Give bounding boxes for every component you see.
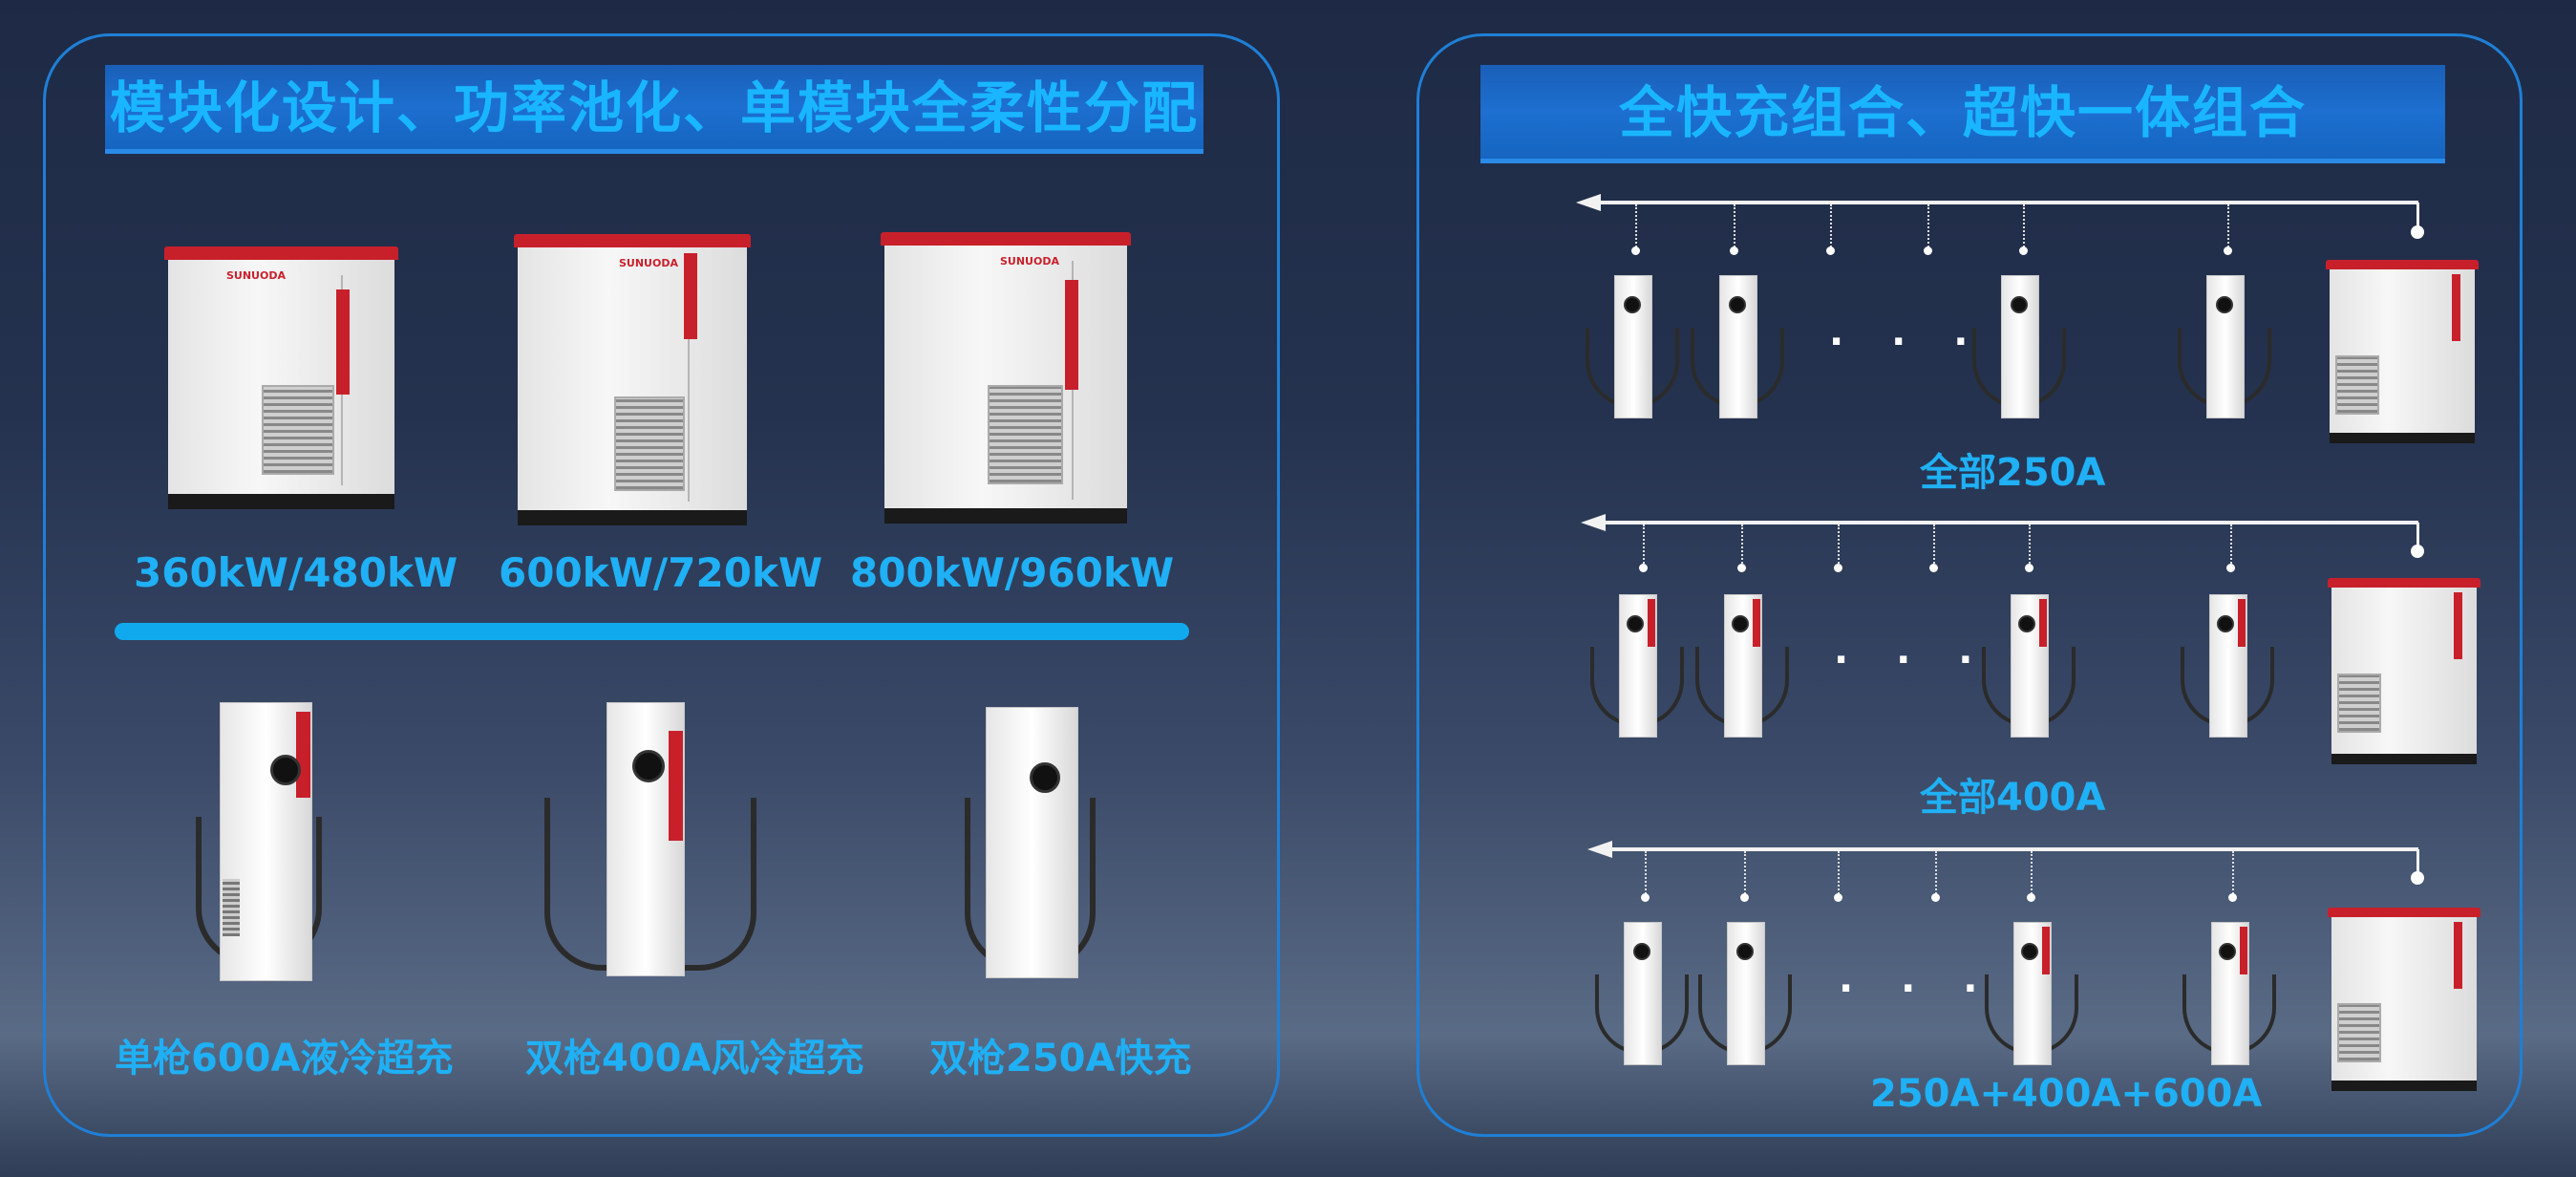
combo-label-mixed: 250A+400A+600A — [1870, 1072, 2263, 1116]
charger-label-600a: 单枪600A液冷超充 — [115, 1037, 454, 1081]
ellipsis: · · · — [1829, 320, 1986, 364]
power-cabinet — [2328, 578, 2480, 764]
charger-label-250a: 双枪250A快充 — [929, 1037, 1192, 1081]
charger — [1590, 594, 1686, 738]
charger-400a-air — [544, 702, 756, 979]
charger-250a-fast — [965, 707, 1096, 979]
power-cabinet — [2326, 260, 2479, 443]
combo-label-250a: 全部250A — [1920, 451, 2106, 495]
charger — [1695, 594, 1791, 738]
charger — [2178, 275, 2273, 418]
charger — [1985, 922, 2080, 1065]
right-panel-title: 全快充组合、超快一体组合 — [1480, 65, 2445, 163]
cabinet-logo: SUNUODA — [619, 257, 678, 269]
power-cabinet — [2328, 908, 2480, 1091]
charger — [1586, 275, 1681, 418]
ellipsis: · · · — [1839, 967, 1995, 1011]
cabinet-label-360kw: 360kW/480kW — [134, 549, 458, 596]
cabinet-logo: SUNUODA — [226, 269, 286, 282]
charger — [2182, 922, 2278, 1065]
cabinet-label-800kw: 800kW/960kW — [850, 549, 1175, 596]
left-panel-title: 模块化设计、功率池化、单模块全柔性分配 — [105, 65, 1203, 154]
charger-label-400a: 双枪400A风冷超充 — [525, 1037, 864, 1081]
charger — [1691, 275, 1786, 418]
section-divider — [115, 623, 1189, 640]
charger — [1972, 275, 2068, 418]
right-panel — [1416, 33, 2523, 1137]
cabinet-360kw: SUNUODA — [164, 246, 398, 509]
charger-600a-liquid — [196, 702, 330, 989]
charger — [1595, 922, 1691, 1065]
cabinet-800kw: SUNUODA — [881, 232, 1131, 524]
ellipsis: · · · — [1834, 638, 1991, 682]
cabinet-logo: SUNUODA — [1000, 255, 1059, 268]
charger — [1982, 594, 2077, 738]
left-panel — [43, 33, 1280, 1137]
combo-label-400a: 全部400A — [1920, 776, 2106, 820]
cabinet-label-600kw: 600kW/720kW — [499, 549, 823, 596]
charger — [2181, 594, 2276, 738]
cabinet-600kw: SUNUODA — [514, 234, 751, 525]
charger — [1698, 922, 1794, 1065]
